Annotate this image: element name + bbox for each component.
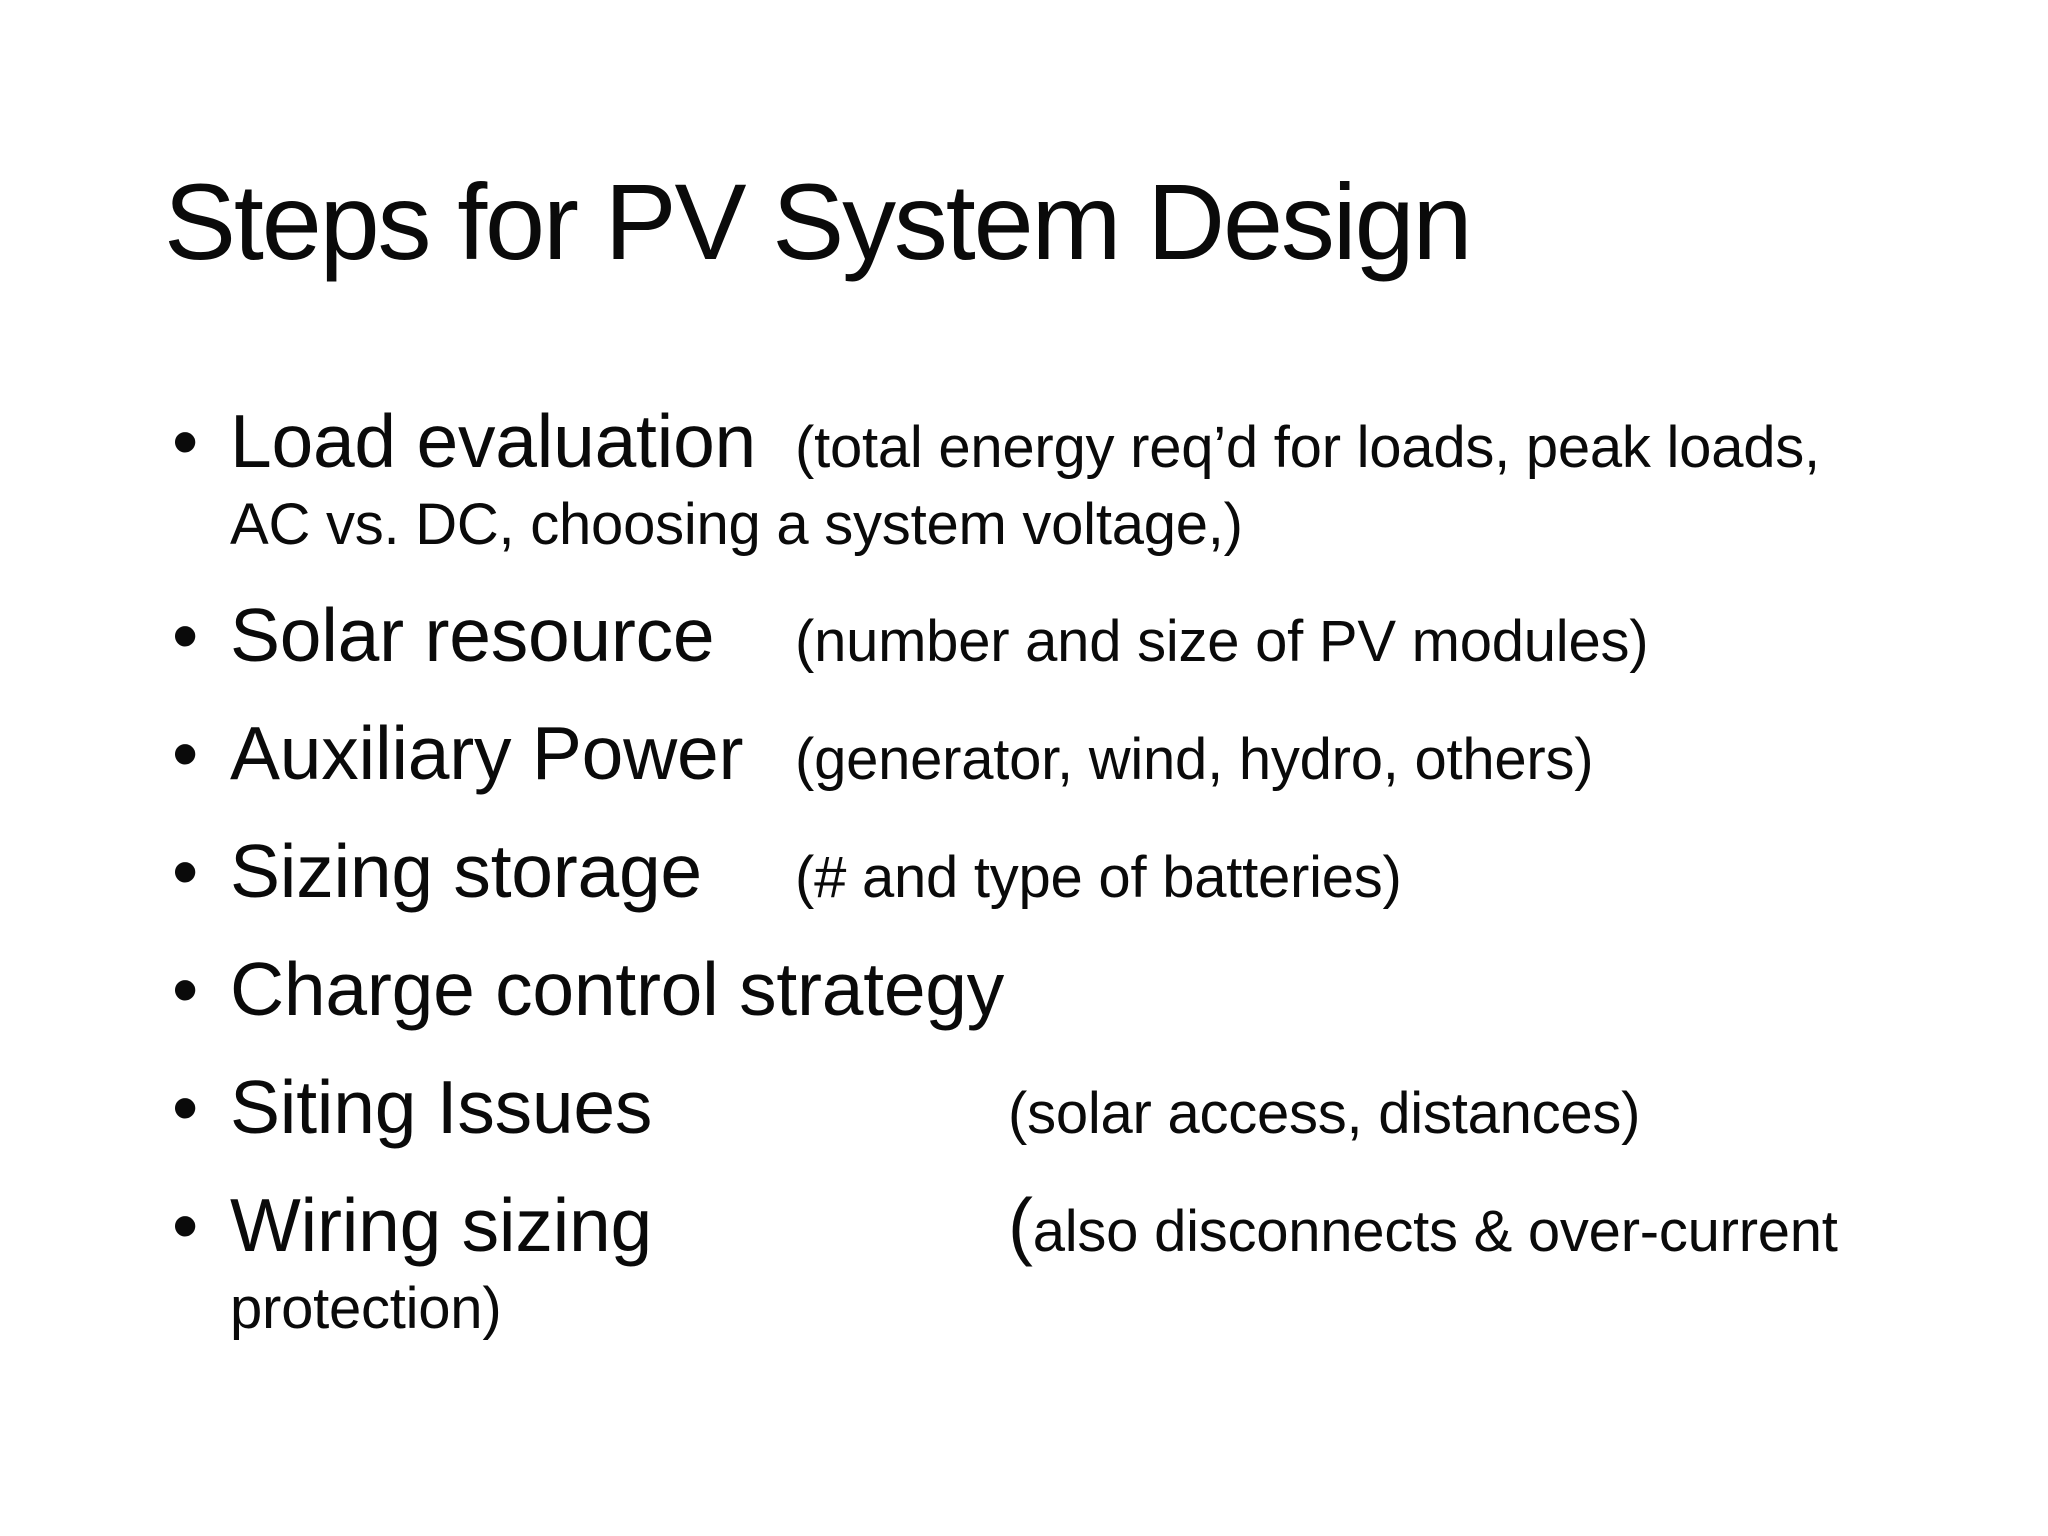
- bullet-item-sizing-storage: • Sizing storage (# and type of batterie…: [172, 834, 1402, 909]
- bullet-paren-text: (# and type of batteries): [795, 845, 1402, 910]
- bullet-paren-wrap-text: protection): [230, 1276, 502, 1341]
- bullet-item-auxiliary-power: • Auxiliary Power (generator, wind, hydr…: [172, 711, 1594, 795]
- bullet-main-text: Wiring sizing: [230, 1183, 652, 1267]
- bullet-main-text: Charge control strategy: [230, 947, 1005, 1031]
- bullet-main-text: Siting Issues: [230, 1065, 653, 1149]
- bullet-item-siting-issues: • Siting Issues (solar access, distances…: [172, 1070, 1640, 1145]
- bullet-paren-text: (generator, wind, hydro, others): [795, 727, 1594, 792]
- bullet-marker: •: [172, 947, 199, 1031]
- bullet-paren-wrap-text: AC vs. DC, choosing a system voltage,): [230, 492, 1243, 557]
- bullet-paren-text: (also disconnects & over-current: [1008, 1188, 1838, 1263]
- bullet-item-charge-control: • Charge control strategy: [172, 952, 1004, 1027]
- large-open-paren: (: [1008, 1183, 1033, 1267]
- bullet-paren-text: (number and size of PV modules): [795, 609, 1649, 674]
- bullet-paren-inner-text: also disconnects & over-current: [1032, 1199, 1838, 1264]
- bullet-marker: •: [172, 829, 199, 913]
- bullet-item-solar-resource: • Solar resource (number and size of PV …: [172, 593, 1649, 677]
- bullet-wrap-line-load-evaluation: AC vs. DC, choosing a system voltage,): [230, 496, 1243, 554]
- bullet-main-text: Auxiliary Power: [230, 711, 744, 795]
- bullet-item-wiring-sizing: • Wiring sizing (also disconnects & over…: [172, 1188, 1838, 1263]
- bullet-main-text: Load evaluation: [230, 399, 757, 483]
- bullet-marker: •: [172, 593, 199, 677]
- bullet-paren-text: (solar access, distances): [1008, 1081, 1641, 1146]
- bullet-wrap-line-wiring-sizing: protection): [230, 1276, 502, 1341]
- bullet-marker: •: [172, 399, 199, 483]
- bullet-marker: •: [172, 1183, 199, 1267]
- bullet-main-text: Solar resource: [230, 593, 715, 677]
- slide-title: Steps for PV System Design: [164, 161, 1473, 282]
- bullet-paren-text: (total energy req’d for loads, peak load…: [795, 415, 1820, 480]
- bullet-item-load-evaluation: • Load evaluation (total energy req’d fo…: [172, 404, 1820, 479]
- bullet-marker: •: [172, 1065, 199, 1149]
- bullet-marker: •: [172, 711, 199, 795]
- bullet-main-text: Sizing storage: [230, 829, 702, 913]
